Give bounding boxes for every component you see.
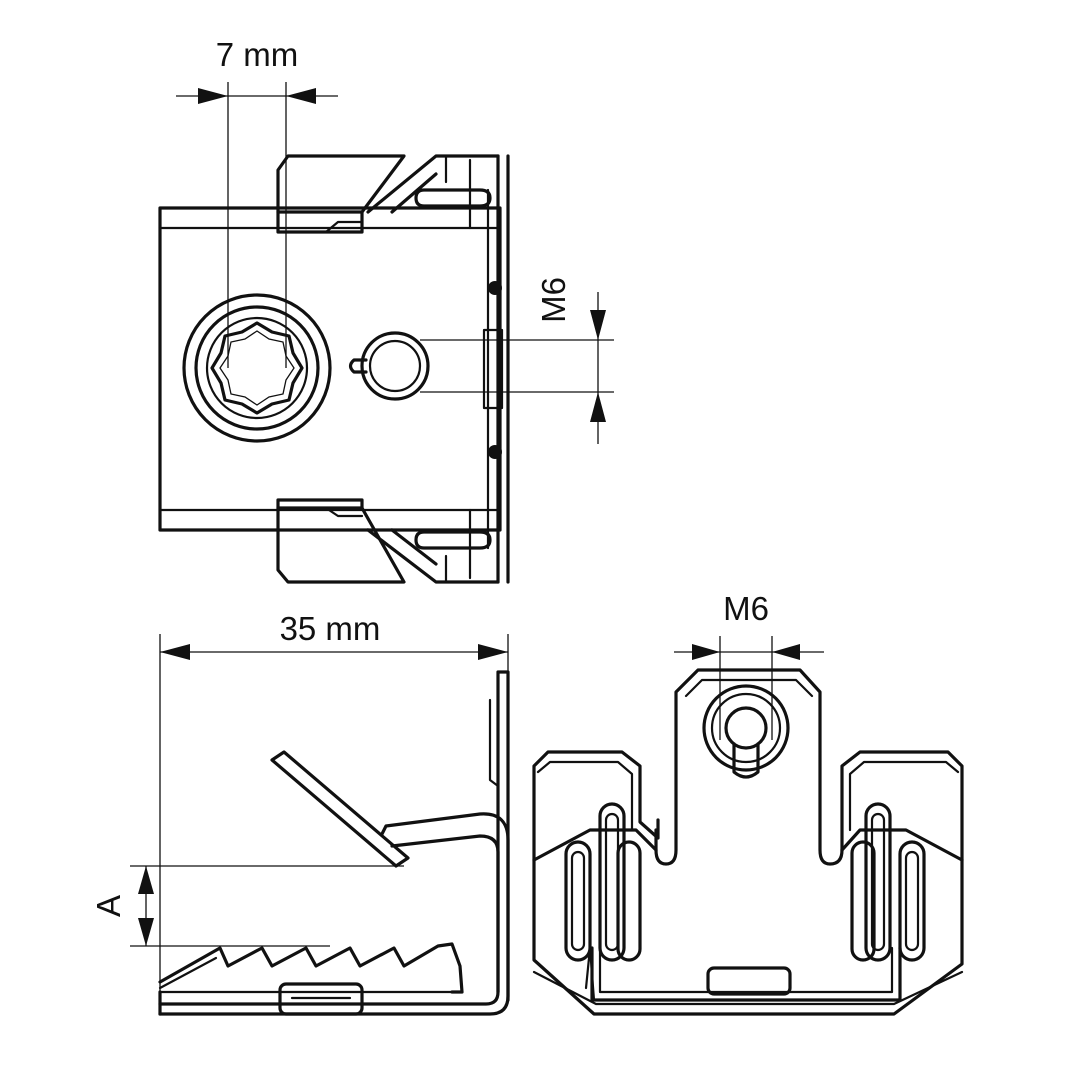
dim-m6-horizontal-label: M6 (723, 590, 769, 627)
star-socket-icon (210, 321, 304, 415)
top-view-lower-jaw (276, 498, 500, 584)
dim-m6-vertical: M6 (420, 277, 614, 444)
serrated-teeth (158, 942, 464, 994)
dim-m6-horizontal: M6 (674, 590, 824, 740)
dim-35mm: 35 mm (159, 610, 509, 1004)
top-view-upper-jaw (276, 154, 500, 234)
dim-7mm-label: 7 mm (216, 36, 299, 73)
top-view: 7 mm M6 (158, 36, 614, 584)
top-view-right-flange (482, 154, 510, 584)
front-left-clip (564, 802, 642, 962)
dim-35mm-label: 35 mm (280, 610, 381, 647)
dim-a: A (90, 865, 404, 947)
front-m6-keyhole (702, 684, 790, 779)
dim-m6-vertical-label: M6 (535, 277, 572, 323)
front-bottom-tab (706, 966, 792, 996)
top-view-plate (158, 206, 502, 532)
front-view-outline (532, 668, 964, 1016)
side-view: 35 mm A (90, 610, 510, 1016)
front-view: M6 (532, 590, 964, 1016)
top-view-m6-hole (348, 331, 430, 401)
front-right-clip (850, 802, 926, 962)
star-nut (182, 293, 332, 443)
dim-a-label: A (90, 895, 127, 917)
dim-7mm: 7 mm (176, 36, 338, 368)
